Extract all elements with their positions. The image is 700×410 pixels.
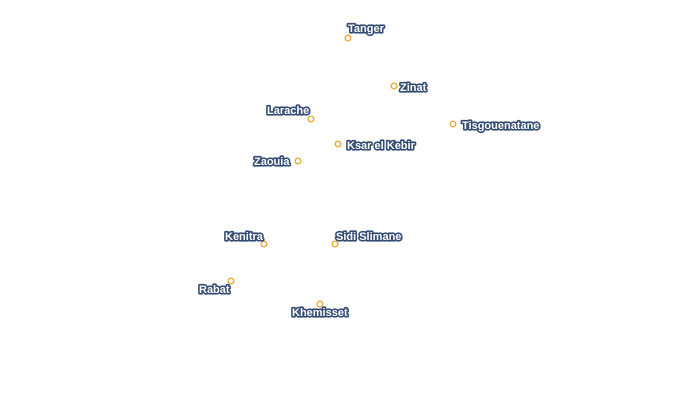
city-ksar-el-kebir[interactable]: Ksar el Kebir: [334, 138, 417, 154]
city-kenitra[interactable]: Kenitra: [223, 229, 268, 248]
city-marker[interactable]: [260, 240, 268, 248]
city-label: Zaouia: [254, 156, 290, 168]
city-marker[interactable]: [307, 115, 315, 123]
city-label: Tanger: [348, 23, 385, 35]
city-marker[interactable]: [344, 34, 352, 42]
city-marker[interactable]: [331, 240, 339, 248]
city-khemisset[interactable]: Khemisset: [290, 300, 350, 321]
city-marker[interactable]: [390, 82, 398, 90]
city-rabat[interactable]: Rabat: [197, 277, 235, 298]
city-zinat[interactable]: Zinat: [390, 80, 428, 96]
city-marker[interactable]: [294, 157, 302, 165]
city-label: Zinat: [400, 82, 427, 94]
city-label: Kenitra: [225, 231, 264, 243]
city-sidi-slimane[interactable]: Sidi Slimane: [331, 229, 403, 248]
city-label: Larache: [267, 105, 309, 117]
city-marker[interactable]: [449, 120, 457, 128]
city-label: Ksar el Kebir: [347, 140, 416, 152]
city-label: Rabat: [199, 284, 230, 296]
city-larache[interactable]: Larache: [265, 103, 315, 123]
city-marker[interactable]: [334, 140, 342, 148]
city-marker[interactable]: [316, 300, 324, 308]
city-zaouia[interactable]: Zaouia: [252, 154, 302, 170]
city-tanger[interactable]: Tanger: [344, 21, 386, 42]
city-label: Sidi Slimane: [336, 231, 401, 243]
city-tisgouenatane[interactable]: Tisgouenatane: [449, 118, 541, 134]
city-marker[interactable]: [227, 277, 235, 285]
city-label: Khemisset: [292, 307, 348, 319]
city-label: Tisgouenatane: [462, 120, 539, 132]
